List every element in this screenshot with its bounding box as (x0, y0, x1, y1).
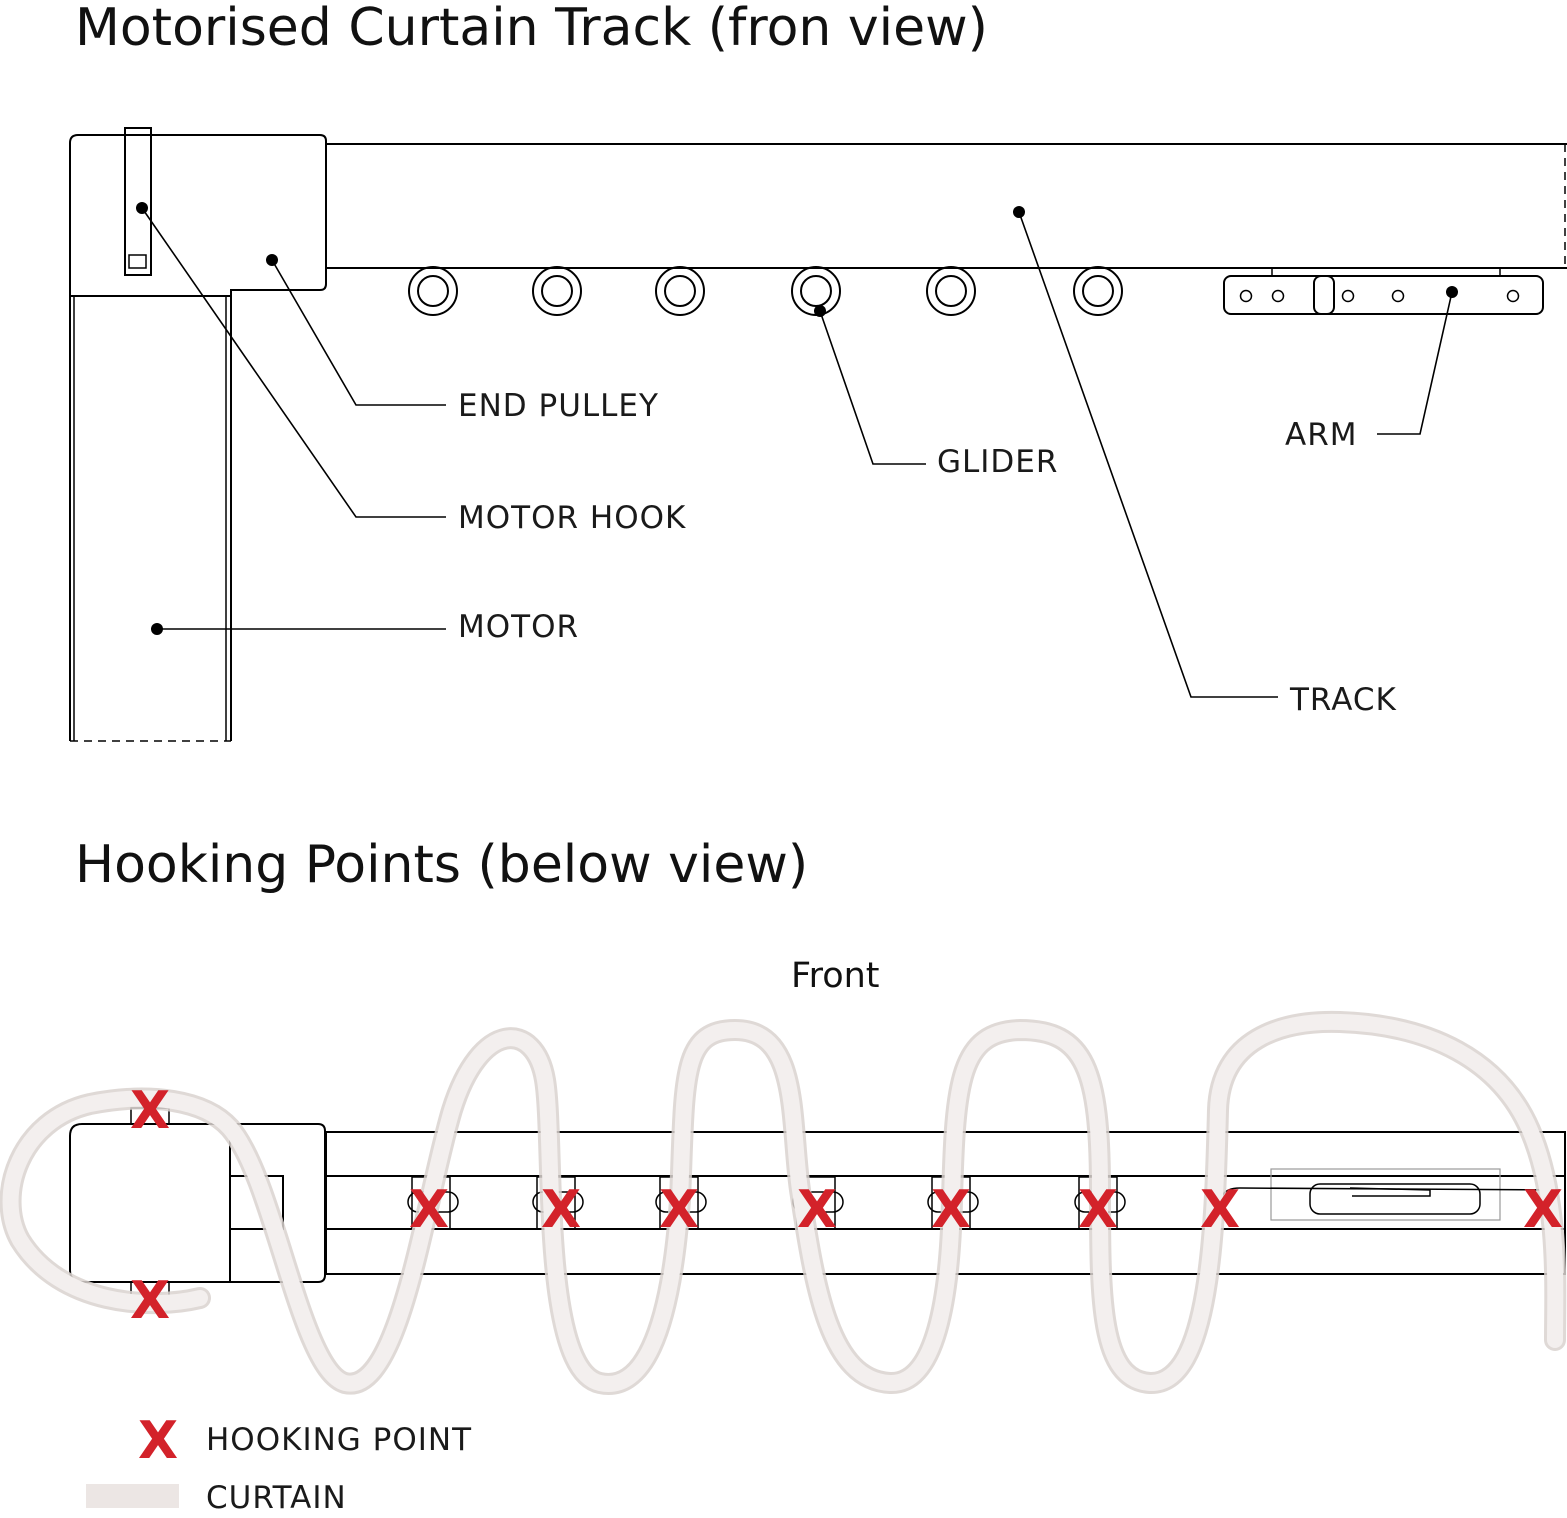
hooking-point-mark: X (1523, 1180, 1563, 1240)
legend: X HOOKING POINT CURTAIN (86, 1411, 472, 1516)
hooking-point-mark: X (541, 1180, 581, 1240)
hooking-point-mark: X (130, 1271, 170, 1331)
gliders (408, 266, 1123, 316)
arm-callout: ARM (1285, 286, 1458, 453)
hooking-point-mark: X (797, 1180, 837, 1240)
hooking-point-mark: X (130, 1081, 170, 1141)
glider (532, 266, 582, 316)
motor-callout: MOTOR (151, 609, 579, 645)
track (326, 143, 1567, 269)
front-side-label: Front (791, 956, 880, 996)
glider (655, 266, 705, 316)
glider (408, 266, 458, 316)
curtain (0, 1010, 1567, 1395)
motor-hook-callout: MOTOR HOOK (136, 202, 686, 536)
arm (1223, 268, 1544, 315)
hooking-points: X X X X X X X X X X (130, 1081, 1563, 1331)
glider (926, 266, 976, 316)
hooking-point-mark: X (659, 1180, 699, 1240)
front-view-title: Motorised Curtain Track (fron view) (75, 0, 988, 58)
track-callout: TRACK (1013, 206, 1397, 718)
legend-hooking-point-icon: X (138, 1411, 178, 1471)
legend-curtain-swatch (86, 1484, 179, 1508)
legend-curtain-label: CURTAIN (206, 1480, 347, 1516)
motor-housing (69, 134, 327, 297)
hooking-point-mark: X (409, 1180, 449, 1240)
motor-label: MOTOR (458, 609, 579, 645)
glider (1073, 266, 1123, 316)
glider-callout: GLIDER (814, 305, 1058, 480)
below-view-title: Hooking Points (below view) (75, 835, 808, 895)
motor-hook (124, 127, 152, 276)
hooking-point-mark: X (931, 1180, 971, 1240)
hooking-point-mark: X (1200, 1180, 1240, 1240)
motor-hook-label: MOTOR HOOK (458, 500, 686, 536)
end-pulley-label: END PULLEY (458, 388, 659, 424)
glider-label: GLIDER (937, 444, 1058, 480)
arm-label: ARM (1285, 417, 1358, 453)
motor-body (69, 296, 232, 742)
legend-hooking-point-label: HOOKING POINT (206, 1422, 472, 1458)
track-label: TRACK (1289, 682, 1397, 718)
glider-slots (407, 1176, 1126, 1230)
hooking-point-mark: X (1078, 1180, 1118, 1240)
end-pulley-callout: END PULLEY (266, 254, 659, 424)
